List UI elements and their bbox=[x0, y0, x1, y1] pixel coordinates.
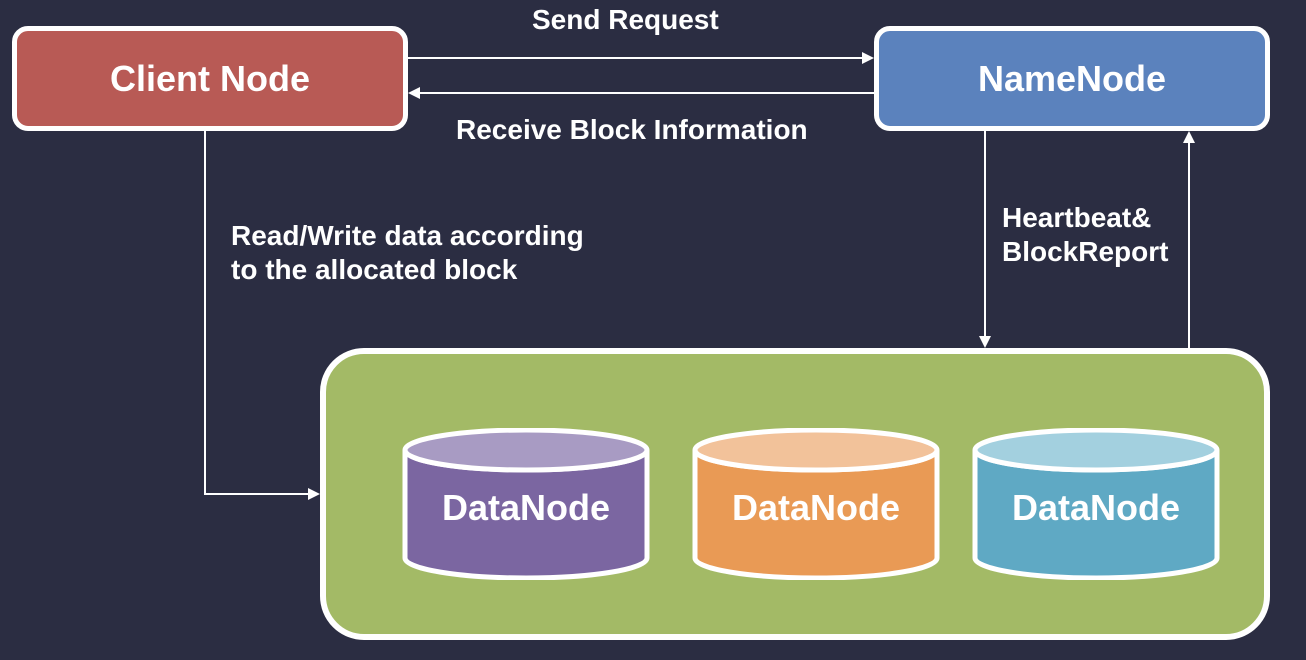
heartbeat-label: Heartbeat& BlockReport bbox=[1002, 201, 1168, 269]
read-write-arrow bbox=[204, 131, 320, 500]
namenode-label: NameNode bbox=[977, 57, 1167, 99]
datanode-label: DataNode bbox=[441, 487, 611, 528]
cylinder-lid bbox=[692, 428, 940, 473]
client-node: Client Node bbox=[12, 26, 408, 131]
heartbeat-label-line-1: Heartbeat& bbox=[1002, 202, 1152, 233]
cylinder-lid bbox=[402, 428, 650, 473]
read-write-label: Read/Write data according to the allocat… bbox=[231, 219, 584, 287]
send-request-label: Send Request bbox=[532, 4, 719, 35]
read-write-label-line-2: to the allocated block bbox=[231, 254, 518, 285]
datanode-cylinder: DataNode bbox=[690, 428, 942, 580]
client-node-label: Client Node bbox=[109, 57, 310, 99]
cylinder-lid bbox=[972, 428, 1220, 473]
datanode-label: DataNode bbox=[1011, 487, 1181, 528]
database-icon bbox=[402, 428, 650, 580]
read-write-label-line-1: Read/Write data according bbox=[231, 220, 584, 251]
datanode-label: DataNode bbox=[731, 487, 901, 528]
datanode-cylinder: DataNode bbox=[400, 428, 652, 580]
database-icon bbox=[692, 428, 940, 580]
database-icon bbox=[972, 428, 1220, 580]
namenode: NameNode bbox=[874, 26, 1270, 131]
receive-block-label: Receive Block Information bbox=[456, 114, 808, 145]
heartbeat-label-line-2: BlockReport bbox=[1002, 236, 1169, 267]
datanode-cylinder: DataNode bbox=[970, 428, 1222, 580]
